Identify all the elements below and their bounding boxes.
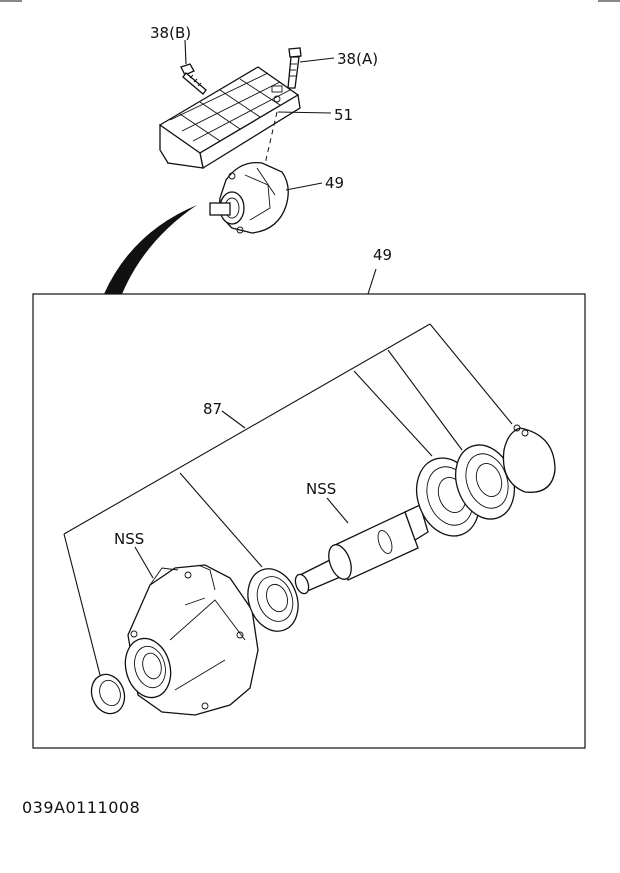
label-51: 51 (334, 106, 353, 124)
housing-49-small (209, 161, 289, 234)
bolt-38a (287, 47, 302, 89)
detail-arrow (104, 205, 197, 294)
drawing-code: 039A0111008 (22, 798, 140, 817)
oil-seal (90, 673, 126, 715)
label-38b: 38(B) (150, 24, 191, 42)
label-38a: 38(A) (337, 50, 378, 68)
leader-49-small (285, 182, 323, 191)
leader-nss-shaft (326, 497, 349, 524)
snap-ring (502, 424, 556, 493)
shaft (294, 504, 429, 595)
label-49-small: 49 (325, 174, 344, 192)
kit-87-leaders (63, 323, 513, 676)
bolt-38b (180, 63, 207, 95)
leader-38a (299, 57, 335, 63)
leader-38b (184, 39, 187, 65)
bearing-inner (247, 568, 299, 632)
label-nss-shaft: NSS (306, 480, 336, 498)
leader-49-detail (367, 268, 377, 295)
leader-nss-housing (134, 546, 154, 579)
bracket-51 (159, 66, 301, 170)
label-87: 87 (203, 400, 222, 418)
detail-frame (32, 293, 586, 749)
label-nss-housing: NSS (114, 530, 144, 548)
label-49-detail: 49 (373, 246, 392, 264)
housing-large (124, 564, 259, 716)
leader-51 (277, 111, 332, 114)
